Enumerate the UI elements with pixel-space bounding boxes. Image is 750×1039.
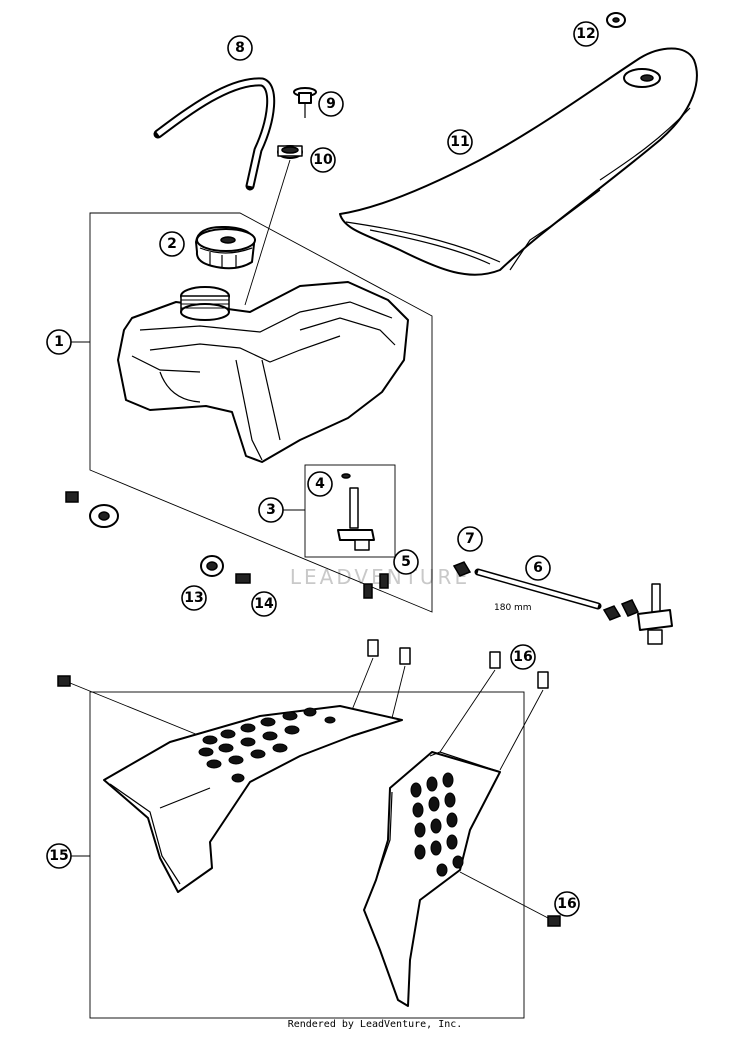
- svg-text:12: 12: [576, 26, 595, 42]
- svg-text:4: 4: [315, 476, 325, 492]
- callout-14: 14: [251, 591, 277, 617]
- tap-screws[interactable]: [363, 573, 389, 599]
- bushing-screw[interactable]: [235, 573, 251, 584]
- vent-holes-right: [410, 772, 464, 877]
- seat-clip[interactable]: [606, 12, 626, 28]
- svg-text:14: 14: [254, 596, 274, 612]
- callout-12: 12: [573, 21, 599, 47]
- callout-8: 8: [227, 35, 253, 61]
- grommet[interactable]: [277, 145, 303, 159]
- svg-text:7: 7: [465, 531, 475, 547]
- fuel-tap-frame: [304, 464, 396, 558]
- fuel-tap[interactable]: [337, 473, 375, 551]
- svg-text:5: 5: [401, 554, 411, 570]
- watermark: LEADVENTURE: [290, 565, 470, 589]
- guard-group-frame: [89, 691, 525, 1019]
- callout-15: 15: [46, 843, 72, 869]
- callout-4: 4: [307, 471, 333, 497]
- vent-holes-left: [198, 707, 336, 783]
- svg-text:6: 6: [533, 560, 543, 576]
- guard-leaders: [69, 657, 549, 919]
- fuel-cap[interactable]: [195, 225, 256, 270]
- callout-16-top: 16: [510, 644, 536, 670]
- callout-7: 7: [457, 526, 483, 552]
- tank-guard-right[interactable]: [363, 751, 501, 1007]
- callout-6: 6: [525, 555, 551, 581]
- callout-2: 2: [159, 231, 185, 257]
- callout-3: 3: [258, 497, 284, 523]
- fuel-tank[interactable]: [117, 281, 409, 463]
- callout-10: 10: [310, 147, 336, 173]
- callout-9: 9: [318, 91, 344, 117]
- vent-hose-inner: [156, 79, 274, 187]
- seat[interactable]: [339, 47, 698, 276]
- callout-13: 13: [181, 585, 207, 611]
- fuel-tap-detached[interactable]: [620, 583, 673, 645]
- svg-text:8: 8: [235, 40, 245, 56]
- svg-text:9: 9: [326, 96, 336, 112]
- svg-text:16: 16: [513, 649, 532, 665]
- rubber-bushing[interactable]: [200, 555, 224, 577]
- callout-16-bottom: 16: [554, 891, 580, 917]
- svg-text:1: 1: [54, 334, 64, 350]
- rubber-bumper[interactable]: [65, 491, 119, 528]
- grommet-leader: [244, 159, 291, 306]
- callout-1: 1: [46, 329, 72, 355]
- footer-credit: Rendered by LeadVenture, Inc.: [288, 1019, 463, 1030]
- svg-text:16: 16: [557, 896, 576, 912]
- svg-text:3: 3: [266, 502, 276, 518]
- callout-11: 11: [447, 129, 473, 155]
- fuel-hose[interactable]: [474, 568, 602, 610]
- svg-text:15: 15: [49, 848, 68, 864]
- svg-text:10: 10: [313, 152, 333, 168]
- tank-group-frame: [89, 212, 433, 613]
- guard-bolts[interactable]: [57, 639, 561, 927]
- svg-text:11: 11: [450, 134, 469, 150]
- svg-text:13: 13: [184, 590, 203, 606]
- vent-valve[interactable]: [293, 87, 317, 118]
- hose-length-label: 180 mm: [494, 603, 532, 613]
- callout-5: 5: [393, 549, 419, 575]
- hose-clamp[interactable]: [452, 561, 622, 621]
- tank-guard-left[interactable]: [103, 705, 403, 893]
- svg-text:2: 2: [167, 236, 177, 252]
